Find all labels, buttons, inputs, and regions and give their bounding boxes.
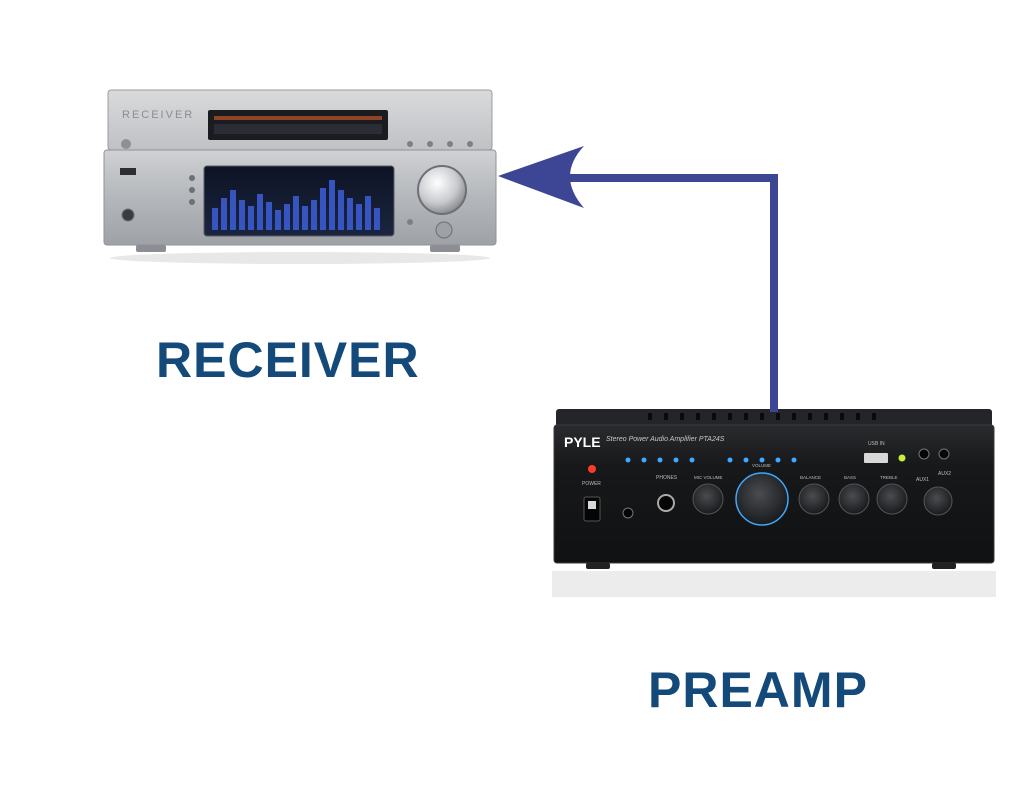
preamp-input-selector-knob xyxy=(923,486,953,516)
receiver-logo-icon xyxy=(121,139,131,149)
preamp-foot xyxy=(586,563,610,569)
receiver-spectrum-bars xyxy=(212,180,380,230)
receiver-headphone-jack xyxy=(121,208,135,222)
preamp-device: PYLE Stereo Power Audio Amplifier PTA24S… xyxy=(552,409,996,597)
preamp-model-text: Stereo Power Audio Amplifier PTA24S xyxy=(606,436,725,443)
preamp-vents xyxy=(648,413,876,420)
preamp-usb-label: USB IN xyxy=(868,441,885,447)
preamp-knob-treble xyxy=(876,483,908,515)
receiver-front-button xyxy=(407,219,413,225)
receiver-indicator xyxy=(189,187,195,193)
preamp-knob-volume xyxy=(735,472,789,526)
preamp-knob-mic-volume xyxy=(692,483,724,515)
preamp-foot xyxy=(932,563,956,569)
preamp-usb-port xyxy=(864,453,888,463)
arrow-line xyxy=(560,174,778,412)
receiver-top-button xyxy=(427,141,433,147)
preamp-knob-labels: MIC VOLUME VOLUME BALANCE BASS TREBLE xyxy=(694,463,898,480)
receiver-volume-knob xyxy=(417,165,467,215)
preamp-phones-label: PHONES xyxy=(656,475,678,481)
receiver-shadow xyxy=(110,252,490,264)
knob-label-volume: VOLUME xyxy=(752,463,771,468)
receiver-top-button xyxy=(467,141,473,147)
preamp-shadow xyxy=(552,571,996,597)
preamp-phones-jack xyxy=(657,494,675,512)
preamp-knob-balance xyxy=(798,483,830,515)
knob-label-bass: BASS xyxy=(844,475,856,480)
preamp-aux2-label: AUX2 xyxy=(938,471,951,477)
receiver-small-knob xyxy=(435,221,453,239)
preamp-power-led xyxy=(588,465,596,473)
arrow-head-icon xyxy=(498,146,584,208)
knob-label-balance: BALANCE xyxy=(800,475,821,480)
preamp-led-meter xyxy=(625,457,797,463)
receiver-indicator xyxy=(189,175,195,181)
receiver-indicator xyxy=(189,199,195,205)
receiver-foot xyxy=(136,245,166,252)
preamp-mic-jack xyxy=(622,507,634,519)
knob-label-treble: TREBLE xyxy=(880,475,898,480)
knob-label-mic-volume: MIC VOLUME xyxy=(694,475,723,480)
preamp-small-button xyxy=(938,448,950,460)
receiver-foot xyxy=(430,245,460,252)
receiver-usb-port xyxy=(120,168,136,175)
preamp-led-green xyxy=(898,454,906,462)
preamp-small-button xyxy=(918,448,930,460)
receiver-label: RECEIVER xyxy=(156,332,420,388)
preamp-power-label: POWER xyxy=(582,481,601,487)
preamp-label: PREAMP xyxy=(648,662,868,718)
receiver-top-button xyxy=(407,141,413,147)
preamp-brand-text: PYLE xyxy=(564,434,601,450)
preamp-knob-bass xyxy=(838,483,870,515)
receiver-brand-text: RECEIVER xyxy=(122,109,194,121)
receiver-device: RECEIVER xyxy=(103,89,497,264)
receiver-top-button xyxy=(447,141,453,147)
preamp-aux1-label: AUX1 xyxy=(916,477,929,483)
